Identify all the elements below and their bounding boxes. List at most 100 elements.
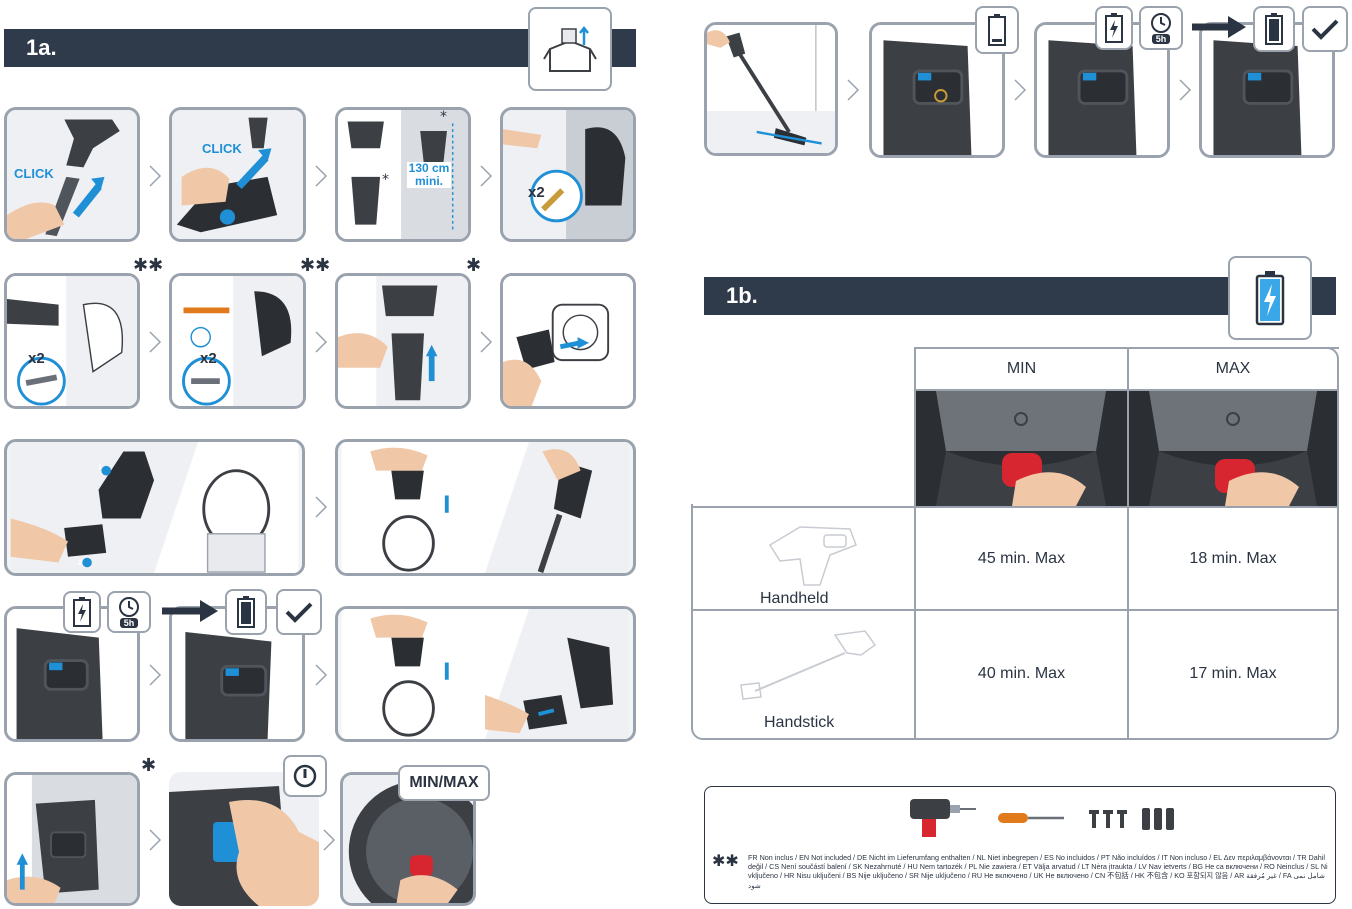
full-battery-icon [237,596,255,628]
screwdriver-icon [996,808,1066,828]
handstick-min-runtime: 40 min. Max [977,665,1066,682]
charge-time-left: 5h [119,618,139,628]
clock-icon [119,597,139,617]
tools-not-included-box [704,786,1336,904]
row-label-handheld: Handheld [760,590,829,607]
min-max-label-box: MIN/MAX [398,765,490,801]
power-icon [293,764,317,788]
charging-battery-icon [1105,13,1123,43]
battery-charging-icon [1255,271,1285,326]
height-label: 130 cm mini. [407,162,451,188]
not-included-marker: ✱ [466,255,482,276]
power-icon-box [283,755,327,797]
step-number-1: 1 [98,464,102,471]
min-mode-photo [916,391,1127,506]
full-battery-icon-box [1253,6,1295,52]
height-suffix: mini. [414,174,443,188]
step-vacuuming-panel [704,22,838,156]
charging-icon-box [63,591,101,633]
step-lift-from-dock-panel [4,772,140,906]
unboxing-icon-box [528,7,612,91]
handheld-icon [760,515,870,590]
chevron-right-icon [148,663,162,687]
empty-battery-icon-box [975,6,1019,54]
check-icon [1311,19,1339,40]
chevron-right-icon [1178,78,1192,102]
chevron-right-icon [314,495,328,519]
handheld-max-runtime: 18 min. Max [1189,550,1277,567]
wall-plugs-icon [1140,806,1176,832]
column-header-max: MAX [1215,360,1251,377]
table-top-border [914,347,1339,349]
step-insert-battery-panel [4,439,305,576]
step-mount-holder-panel [335,273,471,409]
step-power-on-panel [169,772,319,906]
x2-label-a: x2 [528,184,545,201]
click-label-1: CLICK [14,166,54,181]
arrow-right-icon [162,598,220,624]
step-screw-panel [169,273,306,409]
table-line [914,347,916,740]
step-dock-vacuum-panel [335,439,636,576]
not-included-marker: * [382,172,389,188]
unboxing-icon [543,25,597,72]
handstick-max-runtime: 17 min. Max [1189,665,1277,682]
min-max-label: MIN/MAX [409,774,479,791]
section-1b-title: 1b. [726,283,758,308]
step-remove-battery-panel [335,606,636,742]
charging-battery-icon [73,597,91,627]
full-battery-icon [1265,13,1283,45]
timer-icon-box: 5h [1139,6,1183,50]
empty-battery-icon [988,14,1006,46]
step-attach-floorhead-panel [169,107,306,242]
chevron-right-icon [846,78,860,102]
not-included-footnote-text: FR Non inclus / EN Not included / DE Nic… [748,853,1328,890]
check-icon [285,602,313,623]
section-1a-title: 1a. [26,35,57,60]
check-icon-box [276,589,322,635]
chevron-right-icon [148,828,162,852]
clock-icon [1151,13,1171,33]
chevron-right-icon [479,330,493,354]
row-label-handstick: Handstick [764,714,835,731]
click-label-2: CLICK [202,141,242,156]
handheld-min-runtime: 45 min. Max [977,550,1066,567]
chevron-right-icon [148,164,162,188]
handstick-icon [735,625,885,705]
arrow-right-icon [1192,14,1248,40]
table-line [914,389,1339,391]
charging-icon-box [1095,6,1133,50]
table-line [691,506,1339,508]
drill-icon [906,793,976,841]
not-included-marker: * [440,109,447,125]
not-included-footnote-marker: ✱✱ [712,851,739,870]
x2-label-c: x2 [200,350,217,367]
battery-charging-icon-box [1228,256,1312,340]
check-icon-box [1302,6,1348,52]
charge-time-right: 5h [1151,34,1171,44]
not-included-marker: ✱✱ [133,255,164,276]
chevron-right-icon [314,330,328,354]
step-attach-tube-panel [4,107,140,242]
chevron-right-icon [314,164,328,188]
chevron-right-icon [314,663,328,687]
timer-icon-box: 5h [107,591,151,633]
column-header-min: MIN [1006,360,1037,377]
not-included-marker: ✱ [141,755,157,776]
screws-icon [1087,808,1131,830]
not-included-marker: ✱✱ [300,255,331,276]
table-line [1127,508,1129,740]
height-value: 130 cm [408,161,450,175]
runtime-table-blank-corner [688,344,914,504]
chevron-right-icon [479,164,493,188]
step-mark-holes-panel [500,107,636,242]
chevron-right-icon [1013,78,1027,102]
step-plug-charger-panel [500,273,636,409]
step-number-2: 2 [78,560,82,567]
chevron-right-icon [148,330,162,354]
chevron-right-icon [322,828,336,852]
table-line [691,609,1339,611]
table-line [1127,347,1129,508]
max-mode-photo [1129,391,1337,506]
step-drill-panel [4,273,140,409]
